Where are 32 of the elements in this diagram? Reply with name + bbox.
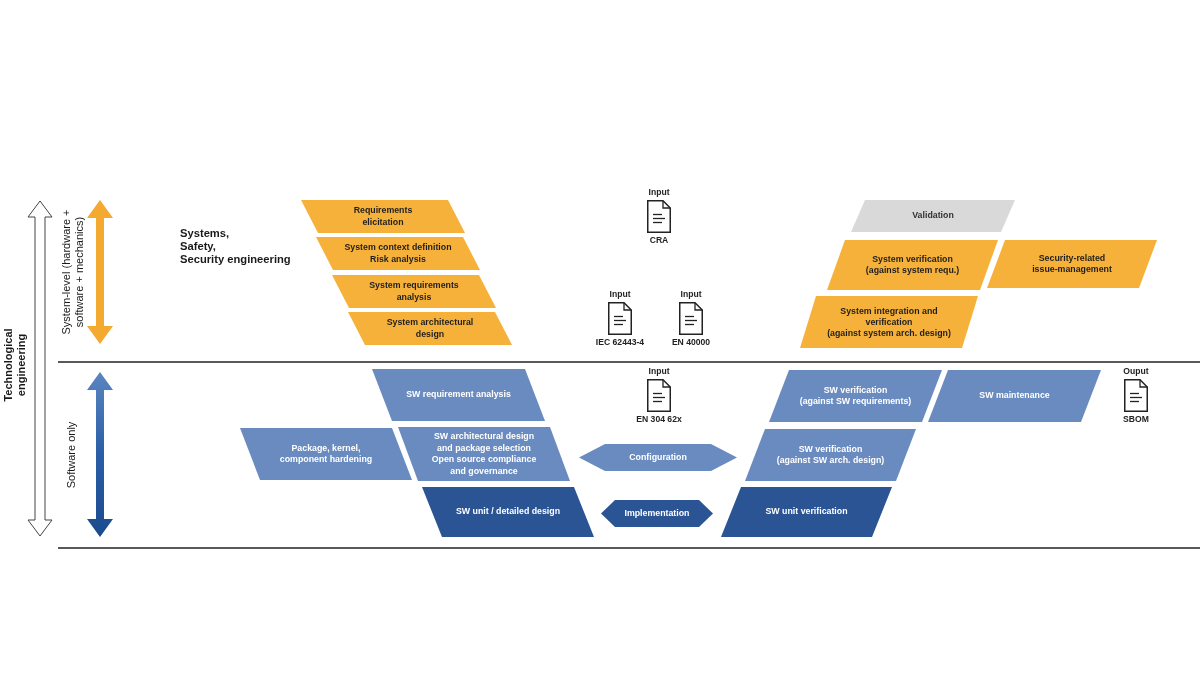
phase-label: System requirements analysis xyxy=(369,280,459,303)
document-caption: CRA xyxy=(649,234,669,245)
phase-label: SW unit verification xyxy=(765,506,848,518)
phase-label: SW verification (against SW requirements) xyxy=(799,384,912,408)
document-heading: Input xyxy=(648,187,670,198)
phase-label: SW maintenance xyxy=(979,390,1050,402)
phase-label: Package, kernel, component hardening xyxy=(279,442,373,466)
phase-label: System integration and verification (against system arch. design) xyxy=(827,305,951,339)
phase-label: SW requirement analysis xyxy=(406,389,511,401)
document-caption: EN 40000 xyxy=(671,336,711,347)
document-heading: Ouput xyxy=(1123,366,1149,377)
phase-label: Implementation xyxy=(624,507,690,520)
phase-label: Security-related issue-management xyxy=(1032,252,1112,276)
section-heading: Systems, Safety, Security engineering xyxy=(180,227,291,266)
phase-label: Configuration xyxy=(629,451,687,464)
phase-label: SW verification (against SW arch. design) xyxy=(776,443,885,467)
document-caption: EN 304 62x xyxy=(636,413,682,424)
phase-label: Risk analysis xyxy=(370,253,426,265)
phase-label: Requirements elicitation xyxy=(353,205,413,228)
phase-label: System architectural design xyxy=(386,317,474,340)
document-caption: SBOM xyxy=(1123,413,1149,424)
document-caption: IEC 62443-4 xyxy=(595,336,645,347)
phase-label: Validation xyxy=(912,210,954,222)
phase-label: System context definition xyxy=(344,242,452,254)
document-heading: Input xyxy=(680,289,702,300)
phase-label: System verification (against system requ.) xyxy=(865,253,960,277)
document-heading: Input xyxy=(648,366,670,377)
document-heading: Input xyxy=(609,289,631,300)
scope-label: Software only xyxy=(64,421,78,489)
phase-label: Open source compliance and governance xyxy=(431,454,537,477)
phase-label: SW unit / detailed design xyxy=(455,506,561,518)
scope-label: Technological engineering xyxy=(2,328,28,402)
